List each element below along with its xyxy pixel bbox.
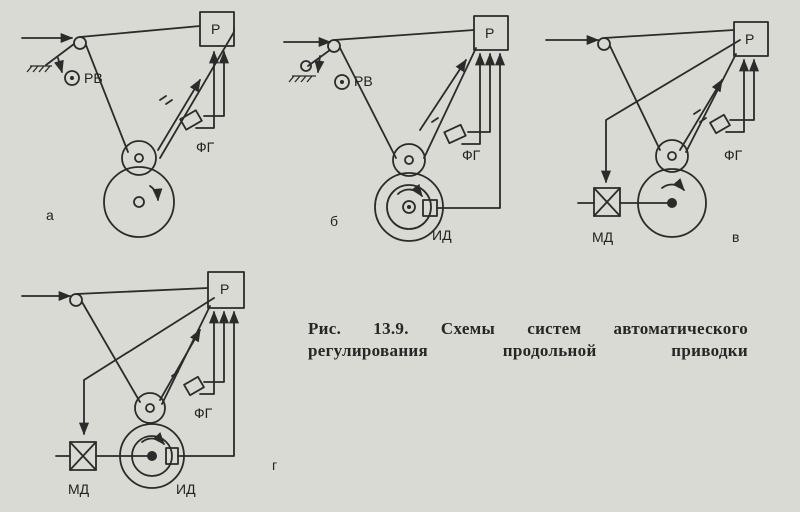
- light-beam-v: [679, 78, 723, 151]
- id-label-g: ИД: [176, 481, 196, 497]
- caption-line-1: Рис. 13.9. Схемы систем автоматического: [308, 319, 748, 338]
- rv-label-a: РВ: [84, 70, 103, 86]
- hatch-b: [288, 75, 316, 83]
- web-down-g: [81, 301, 141, 403]
- print-cylinder-b: [374, 172, 444, 242]
- scheme-g: Р МД ИД ФГ г: [21, 271, 277, 497]
- panel-label-v: в: [732, 229, 739, 245]
- id-label-b: ИД: [432, 227, 452, 243]
- regulator-label-g: Р: [220, 281, 229, 297]
- rv-roller-a: [64, 70, 80, 86]
- photohead-g: [183, 375, 205, 397]
- fg-label-b: ФГ: [462, 147, 481, 163]
- panel-label-a: а: [46, 207, 54, 223]
- guide-roller-a: [73, 36, 87, 50]
- fg-label-a: ФГ: [196, 139, 215, 155]
- web-right-v: [685, 53, 737, 153]
- tension-roller-g: [134, 392, 166, 424]
- panel-label-g: г: [272, 457, 277, 473]
- marks-b: [431, 117, 439, 123]
- guide-roller-g: [69, 293, 83, 307]
- caption-line-2: регулирования продольной приводки: [308, 341, 748, 360]
- tension-roller-v: [655, 139, 689, 173]
- rv-label-b: РВ: [354, 73, 373, 89]
- light-beam-b: [419, 58, 467, 131]
- control-line-v: [600, 39, 741, 184]
- scheme-a: РВ Р ФГ а: [21, 11, 235, 238]
- md-label-g: МД: [68, 481, 90, 497]
- light-beam-g: [159, 328, 201, 401]
- scheme-v: Р МД ФГ в: [545, 21, 769, 245]
- web-to-regulator-b: [333, 29, 475, 41]
- regulator-box-g: [207, 271, 245, 309]
- regulator-label-v: Р: [745, 31, 754, 47]
- tension-roller-a: [121, 140, 157, 176]
- print-cylinder-a: [103, 166, 175, 238]
- fg-label-g: ФГ: [194, 405, 213, 421]
- regulator-label-a: Р: [211, 21, 220, 37]
- regulator-label-b: Р: [485, 25, 494, 41]
- photohead-a: [179, 109, 203, 131]
- md-motor-v: [593, 187, 621, 217]
- hatch-a: [26, 65, 52, 73]
- marks-g: [171, 371, 179, 377]
- web-down-a: [85, 44, 129, 153]
- light-beam-a: [157, 78, 201, 151]
- web-to-regulator-g: [75, 287, 209, 295]
- marks-a: [159, 95, 173, 105]
- web-right-b: [423, 47, 477, 159]
- web-down-b: [339, 47, 397, 159]
- marks-v: [693, 109, 707, 123]
- guide-roller-v: [597, 37, 611, 51]
- regulator-box-v: [733, 21, 769, 57]
- panel-label-b: б: [330, 213, 338, 229]
- regulator-box-b: [473, 15, 509, 51]
- md-label-v: МД: [592, 229, 614, 245]
- figure-caption: Рис. 13.9. Схемы систем автоматического …: [308, 318, 748, 362]
- control-line-g: [78, 297, 215, 436]
- scheme-b: РВ Р ФГ ИД б: [283, 15, 509, 243]
- fg-label-v: ФГ: [724, 147, 743, 163]
- web-to-regulator-a: [79, 25, 201, 38]
- web-to-regulator-v: [603, 29, 735, 39]
- tension-roller-b: [392, 143, 426, 177]
- lever-a: [45, 43, 75, 66]
- photohead-b: [443, 123, 467, 145]
- web-down-v: [609, 45, 661, 151]
- photohead-v: [709, 113, 731, 135]
- rv-roller-b: [334, 74, 350, 90]
